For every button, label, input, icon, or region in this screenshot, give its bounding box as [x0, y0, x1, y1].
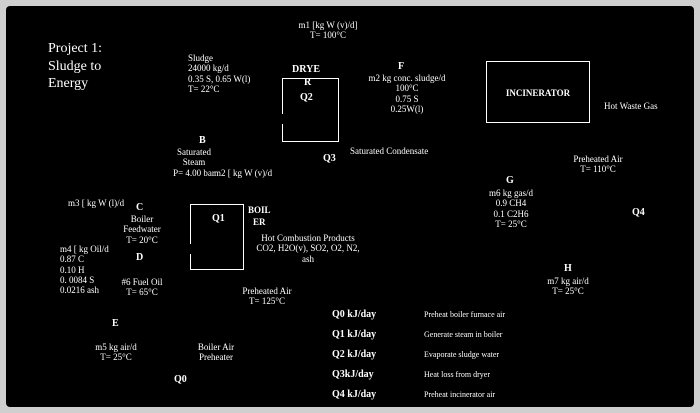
stream-b-letter: B [199, 135, 206, 146]
m2-vapor-stream: m2 [ kg W (v)/d [214, 168, 273, 178]
dryer-label: DRYE [292, 64, 320, 75]
stream-c: Boiler Feedwater T= 20°C [123, 214, 161, 245]
dryer-label-r: R [304, 77, 312, 88]
stream-f-letter: F [398, 61, 405, 72]
boiler-label: BOIL [248, 205, 271, 215]
hot-waste-gas: Hot Waste Gas [604, 101, 658, 111]
q3-label: Q3 [323, 153, 336, 164]
fuel-oil: #6 Fuel Oil T= 65°C [121, 277, 163, 298]
stream-c-letter: C [136, 202, 144, 213]
project-title: Project 1: Sludge to Energy [48, 41, 103, 91]
dryer-box [282, 78, 339, 142]
preheated-air-incinerator: Preheated Air T= 110°C [573, 154, 623, 175]
dryer-opening [280, 114, 286, 124]
energy-table-q: Q0 kJ/day Q1 kJ/day Q2 kJ/day Q3kJ/day Q… [332, 309, 377, 400]
stream-g-letter: G [506, 175, 514, 186]
incinerator-box [486, 61, 590, 123]
boiler-q1: Q1 [212, 213, 225, 224]
m3-water-stream: m3 [ kg W (l)/d [68, 198, 125, 208]
stream-b: Saturated Steam P= 4.00 bar [173, 147, 215, 178]
boiler-air-preheater: Boiler Air Preheater [197, 342, 235, 363]
stream-d: m4 [ kg Oil/d 0.87 C 0.10 H 0. 0084 S 0.… [60, 244, 109, 296]
stream-h: m7 kg air/d T= 25°C [547, 276, 589, 297]
dryer-q2: Q2 [300, 92, 313, 103]
boiler-opening [188, 244, 194, 254]
diagram-canvas: Project 1: Sludge to Energy Sludge 24000… [6, 6, 694, 407]
stream-e-letter: E [112, 318, 119, 329]
preheated-air-boiler: Preheated Air T= 125°C [242, 286, 292, 307]
stream-f: m2 kg conc. sludge/d 100°C 0.75 S 0.25W(… [368, 73, 446, 115]
q4-label: Q4 [632, 207, 645, 218]
m1-vapor-stream: m1 [kg W (v)/d] T= 100°C [298, 20, 358, 41]
saturated-condensate: Saturated Condensate [350, 146, 429, 156]
boiler-label-er: ER [253, 217, 266, 227]
stream-h-letter: H [564, 263, 572, 274]
sludge-stream: Sludge 24000 kg/d 0.35 S, 0.65 W(l) T= 2… [188, 53, 251, 95]
stream-d-letter: D [136, 252, 144, 263]
incinerator-label: INCINERATOR [505, 88, 571, 98]
stream-e: m5 kg air/d T= 25°C [95, 342, 137, 363]
q0-label: Q0 [174, 374, 187, 385]
boiler-box [190, 204, 244, 270]
hot-combustion-products: Hot Combustion Products CO2, H2O(v), SO2… [256, 233, 360, 264]
stream-g: m6 kg gas/d 0.9 CH4 0.1 C2H6 T= 25°C [489, 188, 533, 230]
energy-table-desc: Preheat boiler furnace air Generate stea… [424, 310, 506, 399]
